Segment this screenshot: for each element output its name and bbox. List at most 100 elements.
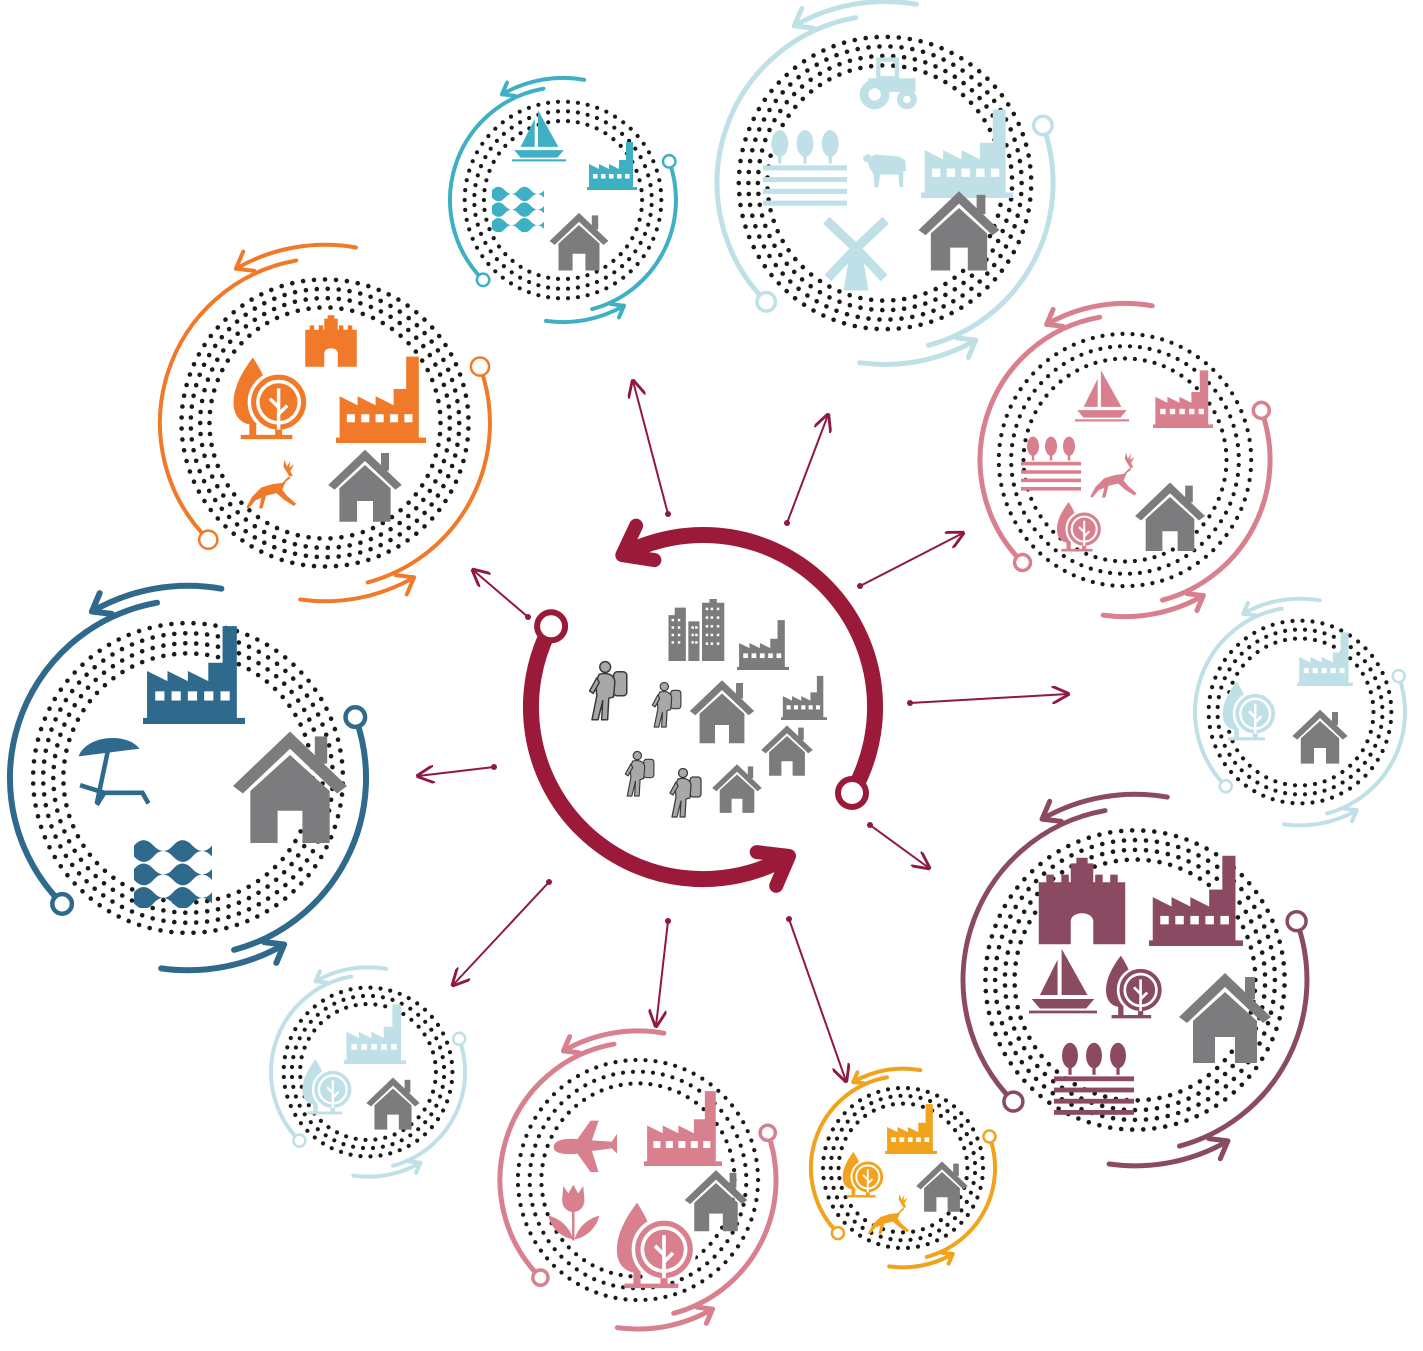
connector-origin-dot: [525, 614, 531, 620]
orchard-field-icon: [763, 130, 847, 206]
factory-icon: [737, 620, 789, 670]
cycle-endpoint: [292, 1133, 307, 1148]
cycle-endpoint: [531, 1268, 550, 1287]
windmill-icon: [826, 220, 885, 290]
cycle-arc: [924, 1134, 998, 1259]
cycle-arc: [590, 159, 678, 312]
satellite-lightblue-large: [714, 0, 1056, 367]
hub-endpoint: [835, 776, 869, 810]
cycle-arrowhead: [1044, 306, 1066, 329]
cycle-arrowhead: [500, 80, 517, 98]
cycle-arc: [351, 1160, 423, 1179]
cycle-arc: [1160, 407, 1273, 603]
cycle-arrowhead: [791, 6, 816, 31]
trees-icon: [234, 357, 308, 439]
cycle-arc: [1039, 791, 1170, 822]
waves-icon: [134, 840, 212, 908]
satellite-circles: [6, 0, 1407, 1332]
house-icon: [761, 725, 813, 776]
cycle-arc: [1241, 596, 1322, 616]
cycle-endpoint: [1002, 1090, 1025, 1113]
house-icon: [1135, 482, 1205, 551]
satellite-steelblue-large: [6, 582, 369, 974]
cycle-arc: [926, 123, 1056, 348]
connector-arrow: [453, 881, 550, 985]
cycle-arc: [808, 1075, 889, 1236]
connector-arrow: [418, 767, 495, 776]
house-icon: [916, 1161, 968, 1212]
sailboat-icon: [512, 110, 566, 162]
cycle-arrowhead: [954, 335, 979, 360]
cycle-endpoint: [343, 705, 368, 730]
cycle-arc: [233, 242, 358, 271]
hiker-icon: [588, 660, 629, 722]
dotted-ring: [820, 1086, 986, 1250]
airplane-icon: [553, 1120, 617, 1173]
factory-icon: [1149, 855, 1243, 946]
house-icon: [328, 449, 402, 522]
cycle-endpoint: [755, 290, 778, 313]
deer-icon: [1090, 452, 1137, 498]
factory-icon: [336, 356, 426, 443]
connector-arrow: [909, 694, 1068, 704]
cycle-arc: [887, 1252, 955, 1270]
cycle-arc: [231, 714, 369, 953]
cycle-arc: [157, 258, 299, 542]
cycle-endpoint: [1218, 778, 1234, 794]
cycle-arrowhead: [609, 302, 626, 320]
cycle-endpoint: [451, 1031, 467, 1047]
hub-cycle-arc: [522, 622, 793, 888]
factory-icon: [644, 1091, 722, 1166]
cycle-arc: [977, 314, 1103, 565]
cycle-arrowhead: [1206, 1136, 1231, 1162]
satellite-lightblue-left: [269, 965, 468, 1179]
sailboat-icon: [1029, 948, 1097, 1014]
dotted-ring: [462, 99, 664, 301]
cycle-arc: [714, 15, 859, 305]
cycle-arc: [88, 582, 225, 615]
factory-icon: [344, 1004, 406, 1064]
castle-icon: [1038, 857, 1126, 945]
factory-icon: [1153, 370, 1213, 428]
cycle-arc: [960, 808, 1108, 1105]
cycle-arc: [671, 1130, 779, 1316]
factory-icon: [587, 142, 637, 190]
castle-icon: [305, 315, 357, 367]
cycle-arrowhead: [407, 1159, 423, 1175]
cycle-arrowhead: [1343, 806, 1359, 824]
cycle-arc: [1282, 808, 1359, 828]
connector-origin-dot: [665, 511, 671, 517]
cycle-arrowhead: [88, 590, 115, 617]
cycle-arc: [500, 76, 587, 97]
cycle-arrowhead: [233, 249, 257, 273]
hiker-icon: [651, 681, 682, 729]
factory-icon: [921, 109, 1013, 198]
central-hub: [522, 518, 884, 893]
cycle-arc: [447, 86, 546, 282]
connector-origin-dot: [546, 879, 552, 885]
cycle-endpoint: [661, 153, 677, 169]
cycle-arc: [365, 364, 492, 585]
cycle-arc: [1100, 593, 1206, 620]
connector-arrow: [656, 920, 669, 1026]
satellite-orange: [157, 242, 492, 604]
trees-icon: [1104, 953, 1165, 1021]
orchard-field-icon: [1054, 1042, 1134, 1115]
connector-origin-dot: [784, 520, 790, 526]
cycle-arc: [158, 941, 288, 974]
connector-arrow: [859, 533, 963, 587]
cycle-arc: [497, 1041, 617, 1281]
connector-arrow: [788, 918, 846, 1081]
connector-arrows: [418, 381, 1068, 1081]
cycle-arc: [298, 575, 417, 604]
house-icon: [712, 764, 762, 813]
tractor-icon: [860, 60, 917, 110]
cycle-arc: [1325, 674, 1407, 816]
hub-arrowhead: [749, 845, 796, 893]
cycle-arc: [391, 1036, 468, 1168]
cycle-endpoint: [830, 1225, 846, 1241]
cycle-arc: [544, 303, 626, 325]
cycle-arrowhead: [1039, 798, 1064, 824]
